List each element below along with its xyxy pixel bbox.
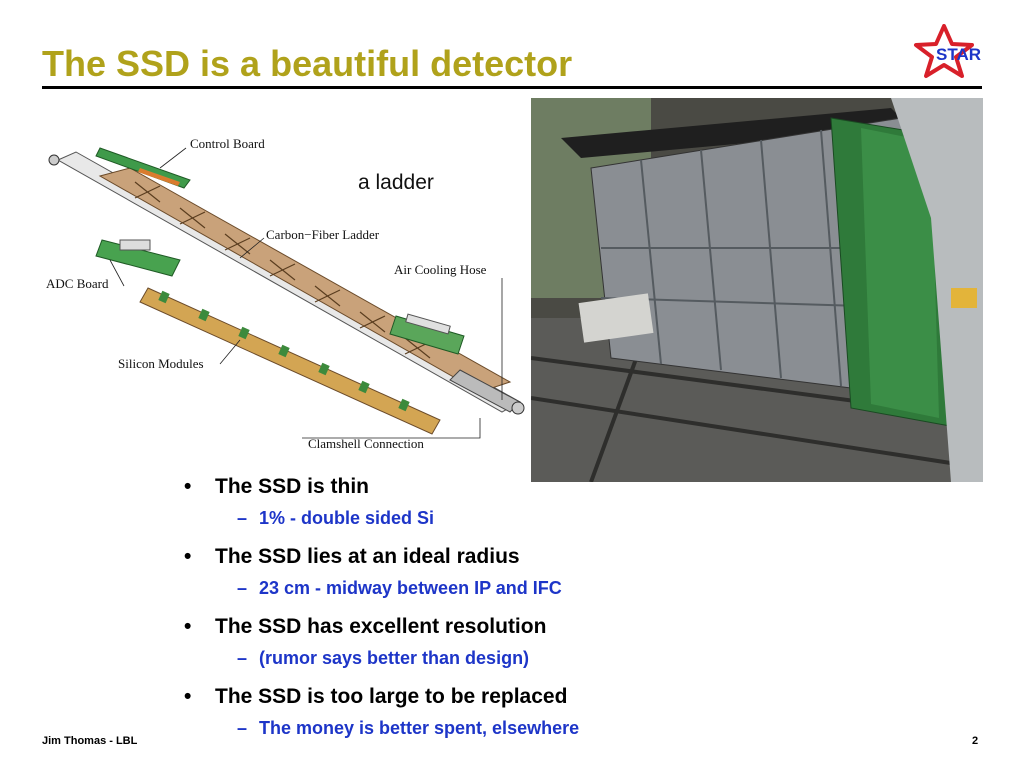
- slide-title: The SSD is a beautiful detector: [42, 43, 573, 84]
- sub-bullet-item: 1% - double sided Si: [184, 503, 579, 540]
- control-board: [95, 147, 191, 189]
- star-logo: STAR: [914, 24, 981, 78]
- adc-board: [95, 239, 181, 277]
- air-cooling-hose: [389, 313, 465, 355]
- bullet-item: The SSD has excellent resolution: [184, 610, 579, 643]
- silicon-modules: [139, 287, 441, 435]
- bullet-item: The SSD is too large to be replaced: [184, 680, 579, 713]
- footer-author: Jim Thomas - LBL: [42, 735, 138, 747]
- ssd-photo: [531, 98, 983, 482]
- sub-bullet-item: (rumor says better than design): [184, 643, 579, 680]
- sub-bullet-item: The money is better spent, elsewhere: [184, 713, 579, 750]
- carbon-fiber-ladder: [48, 151, 525, 415]
- label-a-ladder: a ladder: [358, 171, 434, 194]
- label-carbon-fiber-ladder: Carbon−Fiber Ladder: [266, 227, 380, 242]
- sub-bullet-item: 23 cm - midway between IP and IFC: [184, 573, 579, 610]
- label-adc-board: ADC Board: [46, 276, 109, 291]
- bullet-item: The SSD lies at an ideal radius: [184, 540, 579, 573]
- bullet-item: The SSD is thin: [184, 470, 579, 503]
- label-air-cooling-hose: Air Cooling Hose: [394, 262, 487, 277]
- label-silicon-modules: Silicon Modules: [118, 356, 204, 371]
- page-number: 2: [972, 735, 979, 747]
- bullet-list: The SSD is thin 1% - double sided Si The…: [184, 470, 579, 750]
- label-control-board: Control Board: [190, 136, 265, 151]
- star-icon: [914, 24, 974, 78]
- star-logo-text: STAR: [936, 45, 981, 64]
- title-underline: [42, 86, 982, 89]
- label-clamshell-connection: Clamshell Connection: [308, 436, 424, 451]
- ladder-exploded-diagram: Control Board a ladder Carbon−Fiber Ladd…: [46, 136, 525, 451]
